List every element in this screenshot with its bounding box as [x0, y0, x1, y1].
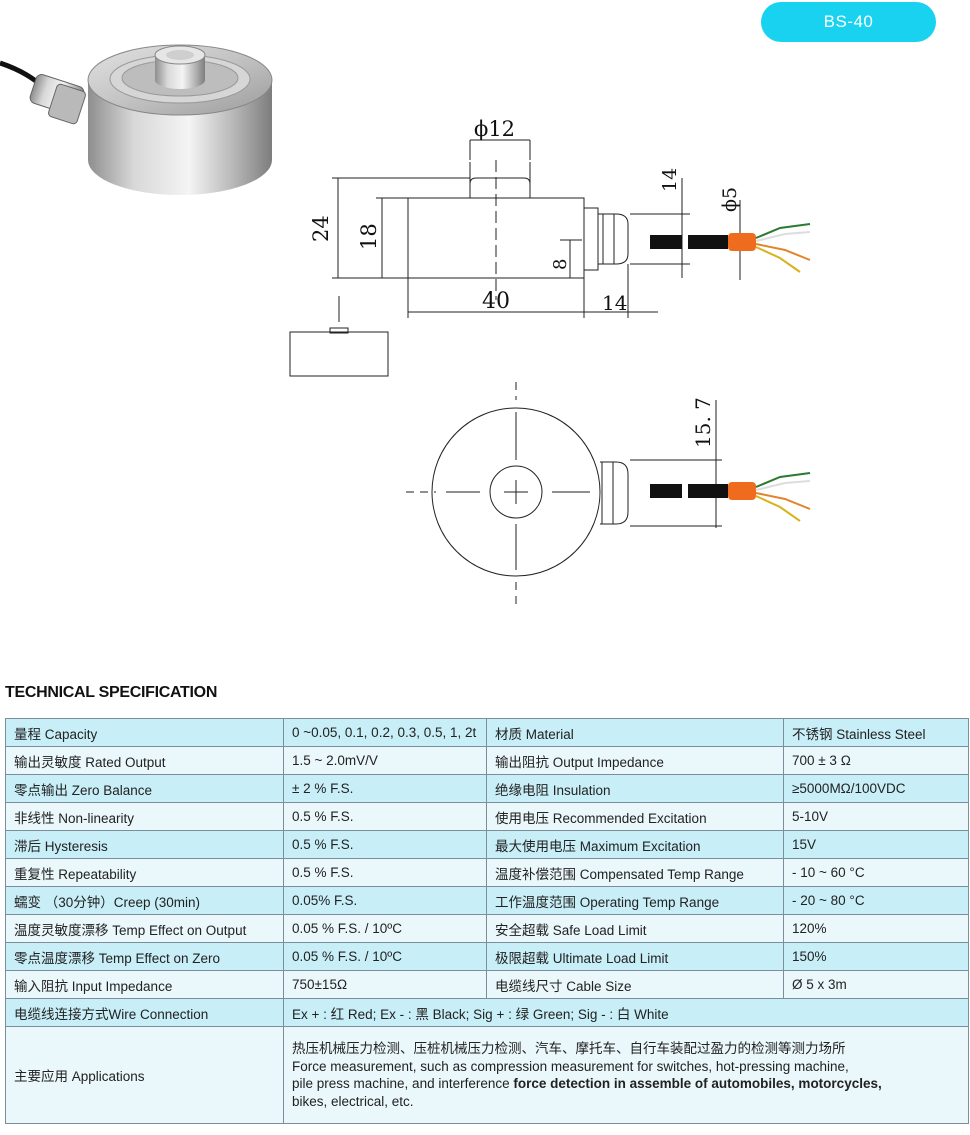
- table-row: 蠕变 （30分钟）Creep (30min)0.05% F.S.工作温度范围 O…: [5, 886, 969, 915]
- applications-line: Force measurement, such as compression m…: [292, 1058, 849, 1074]
- table-row: 零点输出 Zero Balance± 2 % F.S.绝缘电阻 Insulati…: [5, 774, 969, 803]
- applications-line: bikes, electrical, etc.: [292, 1093, 414, 1109]
- spec-label: 材质 Material: [486, 718, 784, 747]
- spec-value: 120%: [783, 914, 969, 943]
- applications-line-part: pile press machine, and interference: [292, 1076, 514, 1091]
- spec-label: 输出阻抗 Output Impedance: [486, 746, 784, 775]
- spec-label: 量程 Capacity: [5, 718, 284, 747]
- dim-body-width: 40: [482, 289, 510, 314]
- spec-value: 0.05 % F.S. / 10ºC: [283, 942, 487, 971]
- spec-label: 零点输出 Zero Balance: [5, 774, 284, 803]
- dim-cable-top: 14: [659, 168, 681, 192]
- dim-cable-diameter: ϕ5: [719, 187, 741, 212]
- spec-value: Ø 5 x 3m: [783, 970, 969, 999]
- dim-gland-length: 14: [602, 291, 627, 315]
- spec-label: 非线性 Non-linearity: [5, 802, 284, 831]
- spec-value: 1.5 ~ 2.0mV/V: [283, 746, 487, 775]
- spec-label: 极限超载 Ultimate Load Limit: [486, 942, 784, 971]
- table-row: 电缆线连接方式Wire Connection Ex + : 红 Red; Ex …: [5, 998, 969, 1027]
- applications-value: 热压机械压力检测、压桩机械压力检测、汽车、摩托车、自行车装配过盈力的检测等测力场…: [283, 1026, 969, 1124]
- spec-value: ≥5000MΩ/100VDC: [783, 774, 969, 803]
- section-title: TECHNICAL SPECIFICATION: [5, 684, 218, 701]
- dim-height-body: 18: [357, 223, 381, 250]
- model-badge: BS-40: [761, 2, 936, 42]
- spec-value: 0.5 % F.S.: [283, 858, 487, 887]
- applications-line: 热压机械压力检测、压桩机械压力检测、汽车、摩托车、自行车装配过盈力的检测等测力场…: [292, 1041, 846, 1056]
- spec-table-extra: 电缆线连接方式Wire Connection Ex + : 红 Red; Ex …: [5, 998, 969, 1124]
- spec-value: 700 ± 3 Ω: [783, 746, 969, 775]
- spec-label: 使用电压 Recommended Excitation: [486, 802, 784, 831]
- spec-label: 输入阻抗 Input Impedance: [5, 970, 284, 999]
- spec-label: 温度灵敏度漂移 Temp Effect on Output: [5, 914, 284, 943]
- table-row: 主要应用 Applications 热压机械压力检测、压桩机械压力检测、汽车、摩…: [5, 1026, 969, 1124]
- spec-label: 蠕变 （30分钟）Creep (30min): [5, 886, 284, 915]
- spec-value: 750±15Ω: [283, 970, 487, 999]
- spec-value: 0.05% F.S.: [283, 886, 487, 915]
- dim-plan-offset: 15. 7: [691, 397, 715, 448]
- spec-label: 最大使用电压 Maximum Excitation: [486, 830, 784, 859]
- spec-label: 安全超载 Safe Load Limit: [486, 914, 784, 943]
- dim-height-total: 24: [309, 215, 333, 242]
- technical-drawing: ϕ12 24 18 8 14 ϕ5 40 14 15. 7: [289, 117, 811, 604]
- spec-label: 重复性 Repeatability: [5, 858, 284, 887]
- spec-value: 不锈钢 Stainless Steel: [783, 718, 969, 747]
- spec-label: 电缆线尺寸 Cable Size: [486, 970, 784, 999]
- dim-cable-offset: 8: [550, 259, 571, 270]
- wire-connection-value: Ex + : 红 Red; Ex - : 黑 Black; Sig + : 绿 …: [283, 998, 969, 1027]
- spec-value: 15V: [783, 830, 969, 859]
- spec-label: 绝缘电阻 Insulation: [486, 774, 784, 803]
- spec-label: 滞后 Hysteresis: [5, 830, 284, 859]
- spec-value: - 10 ~ 60 °C: [783, 858, 969, 887]
- applications-label: 主要应用 Applications: [5, 1026, 284, 1124]
- applications-line-emphasis: force detection in assemble of automobil…: [513, 1076, 882, 1091]
- applications-line: pile press machine, and interference for…: [292, 1075, 960, 1093]
- spec-label: 输出灵敏度 Rated Output: [5, 746, 284, 775]
- dim-top-diameter: ϕ12: [474, 117, 515, 141]
- spec-value: 0.05 % F.S. / 10ºC: [283, 914, 487, 943]
- product-photo: [0, 44, 273, 195]
- spec-value: - 20 ~ 80 °C: [783, 886, 969, 915]
- wire-connection-label: 电缆线连接方式Wire Connection: [5, 998, 284, 1027]
- spec-value: ± 2 % F.S.: [283, 774, 487, 803]
- spec-label: 零点温度漂移 Temp Effect on Zero: [5, 942, 284, 971]
- spec-label: 工作温度范围 Operating Temp Range: [486, 886, 784, 915]
- spec-value: 5-10V: [783, 802, 969, 831]
- spec-label: 温度补偿范围 Compensated Temp Range: [486, 858, 784, 887]
- spec-value: 0.5 % F.S.: [283, 802, 487, 831]
- spec-value: 0 ~0.05, 0.1, 0.2, 0.3, 0.5, 1, 2t: [283, 718, 487, 747]
- spec-value: 0.5 % F.S.: [283, 830, 487, 859]
- spec-value: 150%: [783, 942, 969, 971]
